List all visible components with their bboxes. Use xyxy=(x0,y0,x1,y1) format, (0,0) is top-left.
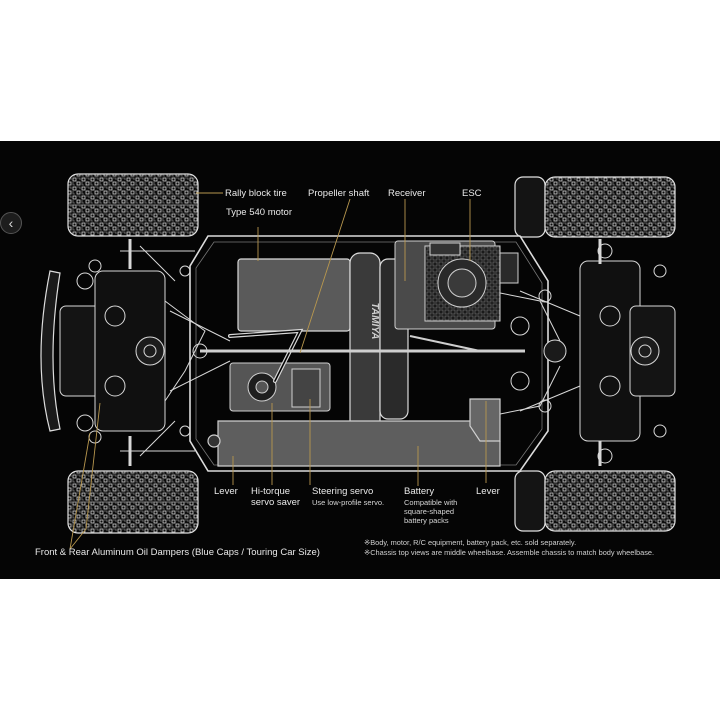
label-lever-left: Lever xyxy=(214,486,238,497)
prev-slide-button[interactable]: ‹ xyxy=(0,212,22,234)
battery-pack xyxy=(207,398,501,467)
leader-lines xyxy=(69,192,487,550)
front-suspension xyxy=(59,239,231,466)
note-sold-separately: ※Body, motor, R/C equipment, battery pac… xyxy=(364,538,577,547)
tire-front-left xyxy=(67,173,199,237)
svg-text:TAMIYA: TAMIYA xyxy=(369,303,380,340)
label-lever-right: Lever xyxy=(476,486,500,497)
note-wheelbase: ※Chassis top views are middle wheelbase.… xyxy=(364,548,655,557)
tire-rear-right xyxy=(514,470,676,532)
label-steering-servo: Steering servo xyxy=(312,486,374,497)
label-battery-sub1: Compatible with xyxy=(404,498,458,507)
label-type-540-motor: Type 540 motor xyxy=(226,207,293,218)
label-dampers: Front & Rear Aluminum Oil Dampers (Blue … xyxy=(35,547,320,558)
label-hi-torque-line1: Hi-torque xyxy=(251,486,291,497)
label-propeller-shaft: Propeller shaft xyxy=(308,188,370,199)
front-bumper xyxy=(40,270,61,432)
label-battery-sub2: square-shaped xyxy=(404,507,455,516)
chassis-illustration: TAMIYA xyxy=(40,173,676,550)
label-esc: ESC xyxy=(462,188,482,199)
label-receiver: Receiver xyxy=(388,188,426,199)
label-rally-block-tire: Rally block tire xyxy=(225,188,287,199)
esc-receiver xyxy=(394,240,519,330)
chassis-plate xyxy=(189,235,549,472)
steering-servo xyxy=(229,362,331,412)
rear-suspension xyxy=(489,239,676,466)
chevron-left-icon: ‹ xyxy=(8,215,14,231)
tire-front-right xyxy=(514,176,676,238)
label-hi-torque-line2: servo saver xyxy=(251,497,301,508)
label-battery-sub3: battery packs xyxy=(404,516,449,525)
chassis-diagram-panel: TAMIYA xyxy=(0,141,720,579)
label-steering-servo-sub: Use low-profile servo. xyxy=(312,498,385,507)
tire-rear-left xyxy=(67,470,199,534)
label-battery: Battery xyxy=(404,486,435,497)
